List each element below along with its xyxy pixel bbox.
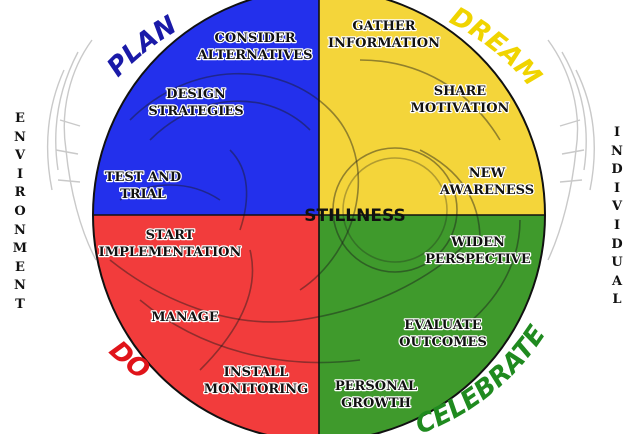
axis-letter: U [611, 255, 623, 271]
axis-letter: R [14, 185, 26, 201]
background-wing-sketch [46, 39, 596, 261]
axis-letter: V [14, 148, 26, 164]
step-label-line: Alternatives [197, 48, 313, 63]
center-label: STILLNESS [304, 206, 405, 226]
step-label-line: Consider [214, 31, 295, 46]
axis-letter: I [613, 180, 621, 196]
step-label-line: Growth [341, 396, 411, 411]
axis-letter: N [14, 278, 26, 294]
step-label-line: Share [434, 84, 487, 99]
step-label-line: Information [328, 36, 440, 51]
step-label-line: Outcomes [399, 335, 487, 350]
step-label-line: Test and [105, 170, 181, 185]
step-label-line: New [469, 166, 506, 181]
axis-letter: D [611, 162, 623, 178]
axis-letter: N [14, 222, 26, 238]
step-label-line: Manage [151, 310, 219, 325]
axis-letter: I [613, 125, 621, 140]
step-label-line: Monitoring [204, 382, 309, 397]
step-label-line: Motivation [411, 101, 510, 116]
axis-letter: M [12, 241, 28, 257]
axis-letter: E [15, 111, 25, 126]
step-manage: Manage [151, 310, 219, 325]
axis-letter: I [613, 217, 621, 233]
step-label-line: Implementation [99, 245, 242, 260]
axis-letter: N [14, 129, 26, 145]
step-label-line: Perspective [425, 252, 531, 267]
step-label-line: Install [224, 365, 289, 380]
axis-letter: N [611, 143, 623, 159]
step-label-line: Strategies [148, 104, 243, 119]
axis-letter: E [15, 259, 25, 275]
axis-letter: T [15, 296, 25, 312]
step-label-line: Awareness [439, 183, 534, 198]
step-label-line: Widen [450, 235, 505, 250]
step-label-line: Evaluate [404, 318, 481, 333]
step-label-line: Start [146, 228, 195, 243]
axis-letter: D [611, 236, 623, 252]
step-label-line: Design [166, 87, 226, 102]
axis-letter: I [16, 166, 24, 182]
axis-letter: O [14, 203, 26, 219]
step-label-line: Trial [120, 187, 166, 202]
axis-letter: V [611, 199, 623, 215]
step-label-line: Personal [335, 379, 417, 394]
axis-letter: A [611, 273, 623, 289]
step-label-line: Gather [352, 19, 415, 34]
dragon-line-art [109, 59, 521, 371]
axis-letter: L [612, 292, 622, 308]
